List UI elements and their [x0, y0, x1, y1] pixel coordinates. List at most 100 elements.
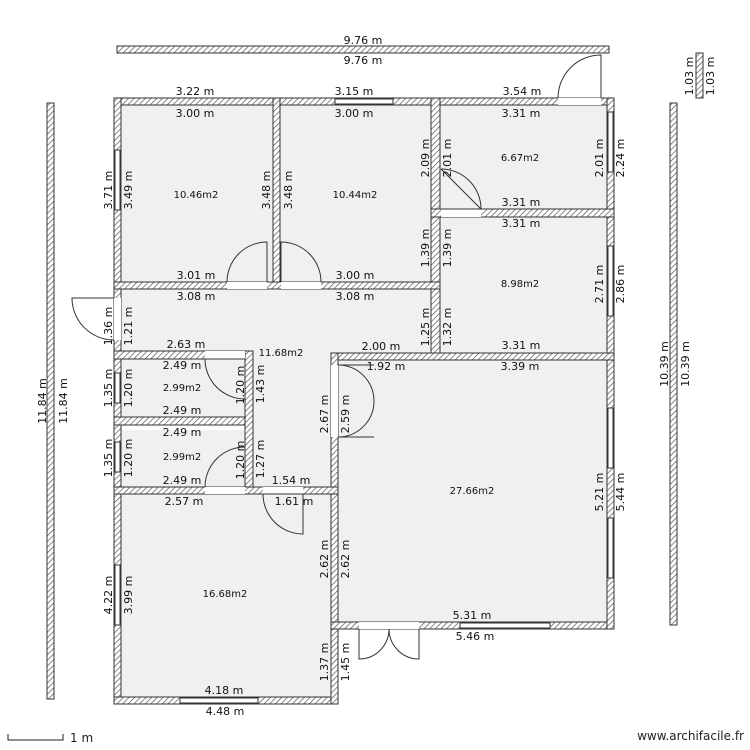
living-area: 27.66m2 [450, 486, 495, 497]
bedroom-floor [121, 494, 331, 697]
dim-left-outer: 11.84 m [36, 378, 49, 424]
dim-bedroom-left-in: 3.99 m [122, 576, 135, 615]
dim-hall-narrow: 1.27 m [254, 440, 267, 479]
bath2-floor [121, 430, 245, 487]
dim-living-left-a: 2.67 m [318, 395, 331, 434]
gap-entry [558, 98, 601, 105]
door-hall-west [71, 297, 115, 341]
outer-wall-right [606, 97, 615, 630]
gap-room-c [441, 209, 481, 217]
windows [114, 98, 614, 704]
hall-area: 11.68m2 [259, 348, 304, 359]
dim-hall-left-in: 1.21 m [122, 307, 135, 346]
dim-room-b-right-in: 2.09 m [419, 139, 432, 178]
dim-room-d-top-in: 3.31 m [502, 217, 541, 230]
dim-room-a-left-in: 3.49 m [122, 171, 135, 210]
wall-bedroom-east [330, 486, 339, 705]
gap-patio [359, 622, 419, 629]
window-room-a [114, 149, 121, 211]
dim-room-a-bottom-in: 3.01 m [177, 269, 216, 282]
room-floors [121, 105, 607, 697]
dim-bath1-left-out: 1.35 m [102, 369, 115, 408]
wall-left-reference [46, 102, 55, 700]
dim-top-inner: 9.76 m [344, 54, 383, 67]
site-watermark: www.archifacile.fr [637, 729, 744, 743]
door-bath2 [204, 446, 246, 488]
dim-bath2-top: 2.49 m [163, 426, 202, 439]
dim-bath1-top: 2.49 m [163, 359, 202, 372]
room-d-floor [440, 217, 607, 353]
dim-hall-mid-left: 2.63 m [167, 338, 206, 351]
dim-living-left-b: 2.59 m [339, 395, 352, 434]
dim-hall-right-b: 1.32 m [441, 308, 454, 347]
dim-room-b-top-out: 3.15 m [335, 85, 374, 98]
dim-top-outer: 9.76 m [344, 34, 383, 47]
window-bath2 [114, 441, 121, 473]
dim-bedroom-bottom-in: 4.18 m [205, 684, 244, 697]
dim-room-b-top-in: 3.00 m [335, 107, 374, 120]
wall-a-b [272, 97, 281, 290]
dim-room-a-left-out: 3.71 m [102, 171, 115, 210]
window-room-b [334, 98, 394, 105]
door-room-a [226, 241, 268, 283]
dim-room-d-right-out: 2.86 m [614, 265, 627, 304]
dim-room-d-left-in: 1.39 m [441, 229, 454, 268]
dim-room-c-right-out: 2.24 m [614, 139, 627, 178]
dim-bedroom-top: 2.57 m [165, 495, 204, 508]
window-bedroom-bottom [179, 697, 259, 704]
dim-hall-bottom-out: 1.61 m [275, 495, 314, 508]
dim-bedroom-bottom-out: 4.48 m [206, 705, 245, 718]
dim-room-a-top-in: 3.00 m [176, 107, 215, 120]
dim-room-c-top-in: 3.31 m [502, 107, 541, 120]
dim-hall-right-a: 1.25 m [419, 308, 432, 347]
dim-bath2-left-in: 1.20 m [122, 439, 135, 478]
window-living-lower [607, 517, 614, 579]
reference-walls [46, 45, 704, 700]
gap-room-b [281, 282, 321, 289]
scale-bar-line [7, 734, 64, 741]
room-a-floor [121, 105, 273, 282]
door-room-c [440, 168, 482, 210]
dim-bath2-bottom: 2.49 m [163, 474, 202, 487]
dim-left-inner: 11.84 m [57, 378, 70, 424]
wall-right-reference [669, 102, 678, 626]
room-a-area: 10.46m2 [174, 190, 219, 201]
room-d-area: 8.98m2 [501, 279, 539, 290]
bath1-floor [121, 359, 245, 417]
dim-bedroom-right-out: 2.62 m [339, 540, 352, 579]
scale-bar: 1 m [7, 731, 93, 745]
gap-hall-west [114, 298, 121, 340]
door-entry [557, 54, 602, 99]
wall-small-reference [695, 52, 704, 99]
dim-bedroom-left-out: 4.22 m [102, 576, 115, 615]
bedroom-area: 16.68m2 [203, 589, 248, 600]
dim-small-outer: 1.03 m [683, 57, 696, 96]
dim-right-outer: 10.39 m [658, 341, 671, 387]
window-living-bottom [459, 622, 551, 629]
bath2-area: 2.99m2 [163, 452, 201, 463]
wall-top-reference [116, 45, 610, 54]
dim-living-bottom-in: 5.31 m [453, 609, 492, 622]
dim-bath1-left-in: 1.20 m [122, 369, 135, 408]
dim-room-c-right-in: 2.01 m [593, 139, 606, 178]
dim-living-top-left: 1.92 m [367, 360, 406, 373]
dim-bath2-left-out: 1.35 m [102, 439, 115, 478]
window-living-upper [607, 407, 614, 469]
dim-bedroom-lower-right: 1.37 m [318, 643, 331, 682]
door-gaps [114, 98, 601, 629]
hall-floor [121, 289, 431, 487]
dim-room-d-right-in: 2.71 m [593, 265, 606, 304]
dim-hall-step: 1.43 m [254, 365, 267, 404]
room-b-floor [280, 105, 431, 282]
dim-living-top-right: 3.39 m [501, 360, 540, 373]
bath1-area: 2.99m2 [163, 383, 201, 394]
living-floor [338, 360, 607, 622]
dim-small-inner: 1.03 m [704, 57, 717, 96]
door-bath1 [204, 358, 246, 400]
room-b-area: 10.44m2 [333, 190, 378, 201]
dim-room-a-top-out: 3.22 m [176, 85, 215, 98]
dim-living-bottom-out: 5.46 m [456, 630, 495, 643]
dim-bedroom-lower-right-out: 1.45 m [339, 643, 352, 682]
dim-hall-top-left: 3.08 m [177, 290, 216, 303]
